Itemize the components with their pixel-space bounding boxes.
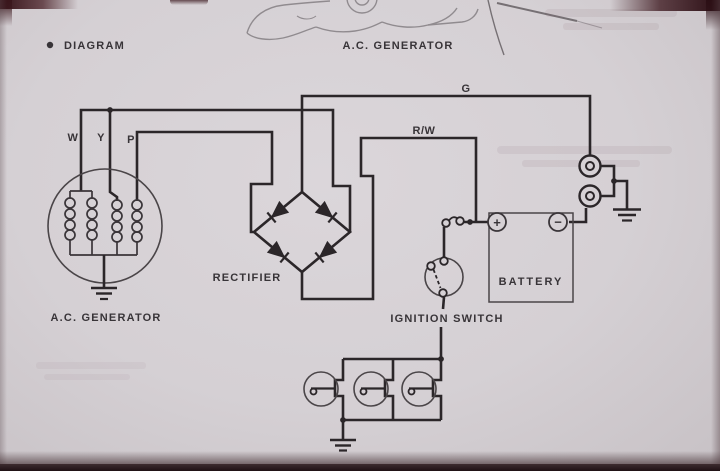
ignition-switch-label: IGNITION SWITCH <box>390 313 503 325</box>
wire-label-w: W <box>68 132 79 144</box>
caption-leader-lines <box>487 0 603 56</box>
wire-y <box>108 110 119 201</box>
wire-switch-bottom-a <box>441 296 446 310</box>
switch-contact <box>438 288 448 298</box>
bullet-icon <box>46 41 54 49</box>
battery-plus-sign: + <box>493 215 501 230</box>
ignition-switch <box>424 256 464 298</box>
wire-battery-negative <box>569 208 588 224</box>
lamp-icon <box>303 371 339 407</box>
wire-label-p: P <box>127 134 135 146</box>
rectifier-bridge <box>251 190 353 274</box>
wire-label-rw: R/W <box>413 125 436 137</box>
battery-label: BATTERY <box>499 276 564 288</box>
lamp-filaments <box>309 387 433 396</box>
rectifier-label: RECTIFIER <box>213 272 282 284</box>
wire-label-y: Y <box>97 132 105 144</box>
battery: + − BATTERY <box>487 212 574 303</box>
wire-connector-ground <box>614 179 629 209</box>
wires <box>79 94 629 439</box>
wire-rw <box>300 136 478 301</box>
lamps <box>303 371 437 407</box>
wire-lamp-vertical-2 <box>383 359 395 420</box>
diode-icon <box>314 200 338 224</box>
junction-dots <box>107 107 617 423</box>
bullet-connectors <box>578 154 602 208</box>
diode-icon <box>266 240 290 264</box>
switch-blade <box>432 269 442 289</box>
lamp-icon <box>401 371 437 407</box>
generator-label: A.C. GENERATOR <box>50 312 161 324</box>
ac-generator <box>47 168 163 301</box>
ground-icon <box>91 286 117 301</box>
wire-lamp-vertical-1 <box>333 359 345 420</box>
top-caption: A.C. GENERATOR <box>342 40 453 52</box>
engine-illustration <box>246 0 479 41</box>
page-bleedthrough <box>36 9 677 380</box>
ground-icon <box>613 208 641 222</box>
wire-w-y <box>79 108 352 232</box>
switch-pivot <box>426 261 436 271</box>
ground-icon <box>330 438 356 452</box>
diode-icon <box>266 200 290 224</box>
diode-icon <box>314 240 338 264</box>
wire-g <box>300 94 592 192</box>
wire-p <box>135 130 274 234</box>
wire-lamp-vertical-3 <box>431 359 443 420</box>
battery-negative-terminal <box>548 212 568 232</box>
section-label: DIAGRAM <box>64 40 125 52</box>
battery-minus-sign: − <box>554 215 562 230</box>
lamp-icon <box>353 371 389 407</box>
wire-label-g: G <box>461 83 470 95</box>
battery-box <box>488 212 574 303</box>
switch-contact <box>439 256 449 266</box>
fuse-icon <box>441 216 465 228</box>
battery-positive-terminal <box>487 212 507 232</box>
stator-coils <box>64 190 143 256</box>
